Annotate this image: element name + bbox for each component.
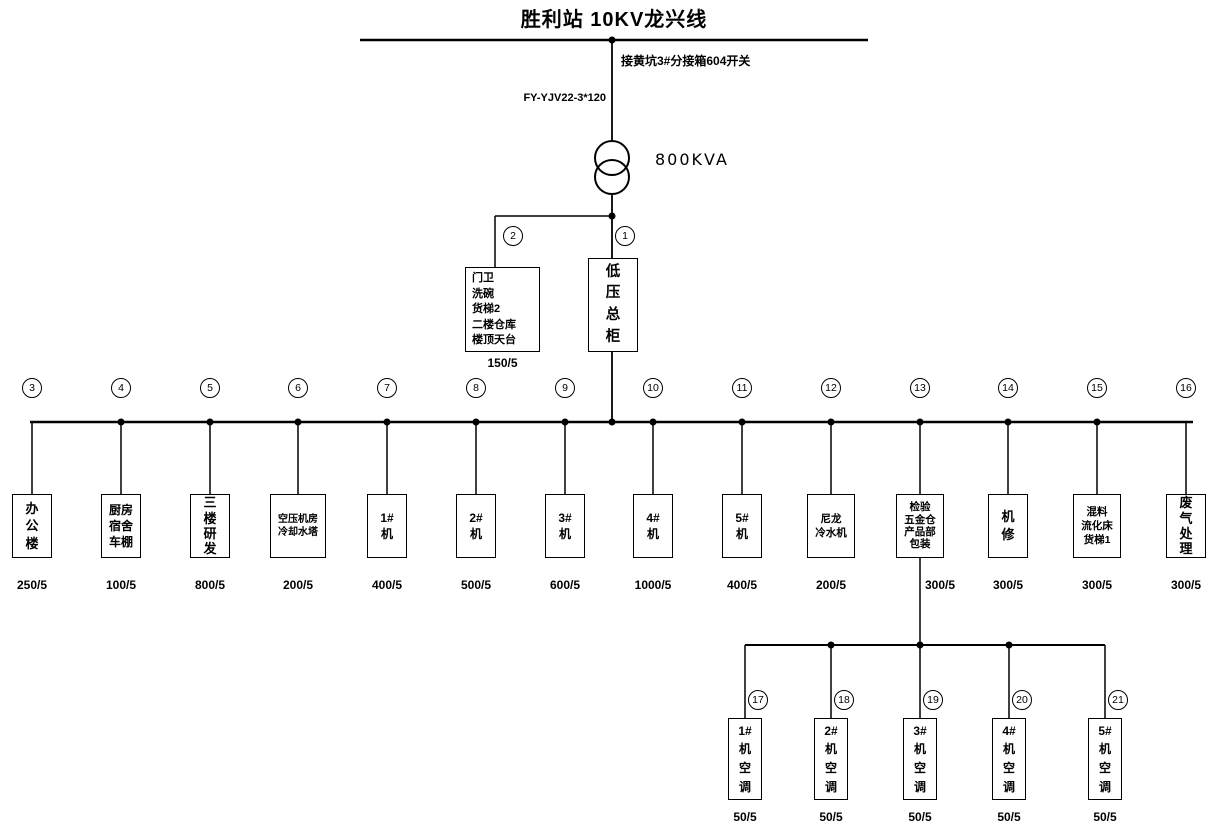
feeder-14-rating: 300/5 [992,578,1024,592]
feeder-10-number: 10 [643,378,663,398]
feeder-10-load-box: 4# 机 [633,494,673,558]
feeder-11-number: 11 [732,378,752,398]
feeder-8-rating: 500/5 [460,578,492,592]
feeder-9-rating: 600/5 [549,578,581,592]
feeder-11-rating: 400/5 [726,578,758,592]
incoming-switch-label: 接黄坑3#分接箱604开关 [621,54,751,68]
feeder-13-number: 13 [910,378,930,398]
feeder-3-number: 3 [22,378,42,398]
feeder-11-load-box: 5# 机 [722,494,762,558]
feeder-6-load-box: 空压机房 冷却水塔 [270,494,326,558]
aux-loads-box: 门卫 洗碗 货梯2 二楼仓库 楼顶天台 [465,267,540,352]
feeder-21-load-box: 5# 机 空 调 [1088,718,1122,800]
feeder-6-rating: 200/5 [282,578,314,592]
feeder-19-number: 19 [923,690,943,710]
feeder-20-load-box: 4# 机 空 调 [992,718,1026,800]
sub-busbar [744,558,1106,718]
feeder-3-rating: 250/5 [16,578,48,592]
transformer-rating-label: 800KVA [655,150,729,169]
feeder-4-load-box: 厨房 宿舍 车棚 [101,494,141,558]
feeder-12-number: 12 [821,378,841,398]
feeder-17-load-box: 1# 机 空 调 [728,718,762,800]
feeder-18-load-box: 2# 机 空 调 [814,718,848,800]
feeder-3-load-box: 办 公 楼 [12,494,52,558]
feeder-21-number: 21 [1108,690,1128,710]
feeder-6-number: 6 [288,378,308,398]
feeder-7-rating: 400/5 [371,578,403,592]
feeder-5-rating: 800/5 [194,578,226,592]
incoming-feeder-lines [360,36,868,267]
feeder-12-load-box: 尼龙 冷水机 [807,494,855,558]
feeder-9-number: 9 [555,378,575,398]
feeder-12-rating: 200/5 [815,578,847,592]
circuit-2-number: 2 [503,226,523,246]
feeder-16-rating: 300/5 [1170,578,1202,592]
cable-spec-label: FY-YJV22-3*120 [523,92,606,104]
feeder-19-load-box: 3# 机 空 调 [903,718,937,800]
feeder-21-rating: 50/5 [1093,810,1117,824]
main-cabinet-box: 低 压 总 柜 [588,258,638,352]
feeder-20-number: 20 [1012,690,1032,710]
feeder-5-load-box: 三 楼 研 发 [190,494,230,558]
main-busbar [30,352,1193,494]
feeder-4-number: 4 [111,378,131,398]
feeder-14-load-box: 机 修 [988,494,1028,558]
feeder-8-load-box: 2# 机 [456,494,496,558]
feeder-15-number: 15 [1087,378,1107,398]
feeder-20-rating: 50/5 [997,810,1021,824]
feeder-18-rating: 50/5 [819,810,843,824]
feeder-14-number: 14 [998,378,1018,398]
feeder-13-load-box: 检验 五金仓 产品部 包装 [896,494,944,558]
feeder-17-rating: 50/5 [733,810,757,824]
feeder-15-rating: 300/5 [1081,578,1113,592]
feeder-8-number: 8 [466,378,486,398]
feeder-13-rating: 300/5 [924,578,956,592]
feeder-16-load-box: 废 气 处 理 [1166,494,1206,558]
feeder-15-load-box: 混料 流化床 货梯1 [1073,494,1121,558]
diagram-title: 胜利站 10KV龙兴线 [520,9,708,31]
feeder-17-number: 17 [748,690,768,710]
feeder-16-number: 16 [1176,378,1196,398]
feeder-9-load-box: 3# 机 [545,494,585,558]
feeder-7-load-box: 1# 机 [367,494,407,558]
feeder-19-rating: 50/5 [908,810,932,824]
transformer-icon [594,140,630,195]
feeder-18-number: 18 [834,690,854,710]
aux-feeder-rating: 150/5 [487,356,518,370]
circuit-1-number: 1 [615,226,635,246]
feeder-5-number: 5 [200,378,220,398]
feeder-4-rating: 100/5 [105,578,137,592]
feeder-10-rating: 1000/5 [634,578,672,592]
feeder-7-number: 7 [377,378,397,398]
